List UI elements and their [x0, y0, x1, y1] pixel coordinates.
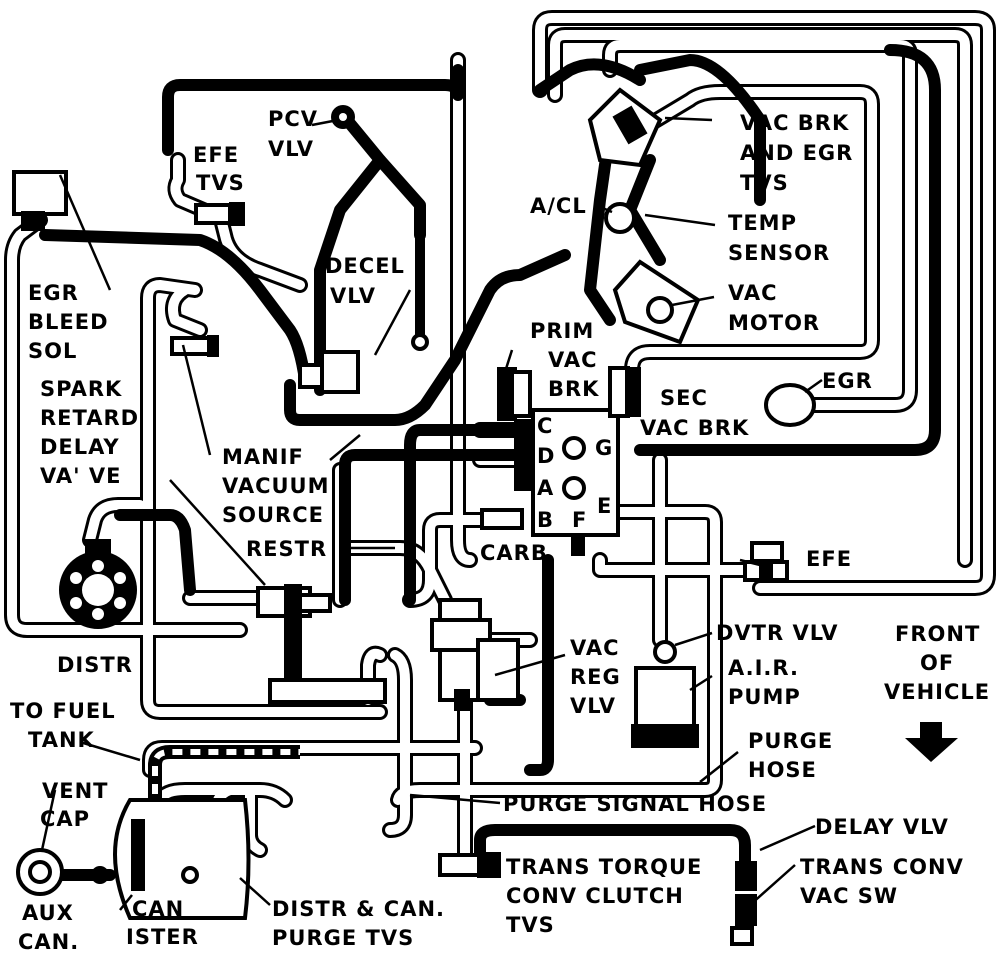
carb-port-g: G [595, 436, 613, 460]
egr-label: EGR [822, 369, 873, 393]
vac-brk-egr-tvs-component [587, 87, 663, 168]
vacuum-hoses-solid [39, 44, 941, 881]
decel-valve-component [298, 229, 429, 394]
carb-port-c: C [537, 414, 553, 438]
spark-retard-delay-valve-component [170, 335, 219, 357]
distributor-component [59, 539, 137, 629]
temp-sensor-component [604, 202, 636, 234]
carb-label: CARB [480, 541, 548, 565]
carb-port-b: B [537, 508, 554, 532]
components [12, 87, 958, 946]
delay-vlv-label: DELAY VLV [815, 815, 949, 839]
restr-label: RESTR [246, 537, 327, 561]
distr-label: DISTR [57, 653, 133, 677]
carb-port-f: F [572, 508, 587, 532]
vac-motor-component [612, 259, 701, 345]
a-cl-label: A/CL [530, 194, 587, 218]
efe-component [743, 541, 789, 582]
egr-bleed-sol-component [12, 170, 68, 231]
front-arrow-icon [905, 738, 958, 762]
carb-port-e: E [597, 494, 612, 518]
purge-signal-hose-label: PURGE SIGNAL HOSE [503, 792, 767, 816]
sec-vac-brk-component [608, 366, 641, 418]
trans-torque-tvs-component [438, 852, 501, 878]
prim-vac-brk-component [480, 367, 534, 530]
efe-tvs-component [194, 202, 245, 226]
dvtr-vlv-label: DVTR VLV [716, 621, 839, 645]
carb-port-a: A [537, 476, 554, 500]
air-pump-label: A.I.R.PUMP [728, 656, 801, 709]
efe-label: EFE [806, 547, 852, 571]
egr-valve-component [764, 383, 816, 427]
air-pump-component [631, 640, 699, 748]
canister-component [113, 798, 251, 920]
leader-lines [40, 116, 823, 911]
fuel-tank-hose [148, 745, 300, 830]
carb-port-d: D [537, 444, 555, 468]
distr-can-purge-label: DISTR & CAN.PURGE TVS [272, 897, 445, 950]
restrictor-valve-stack [256, 584, 387, 704]
vac-reg-valve-component [430, 598, 520, 711]
aux-canister-component [16, 848, 109, 896]
